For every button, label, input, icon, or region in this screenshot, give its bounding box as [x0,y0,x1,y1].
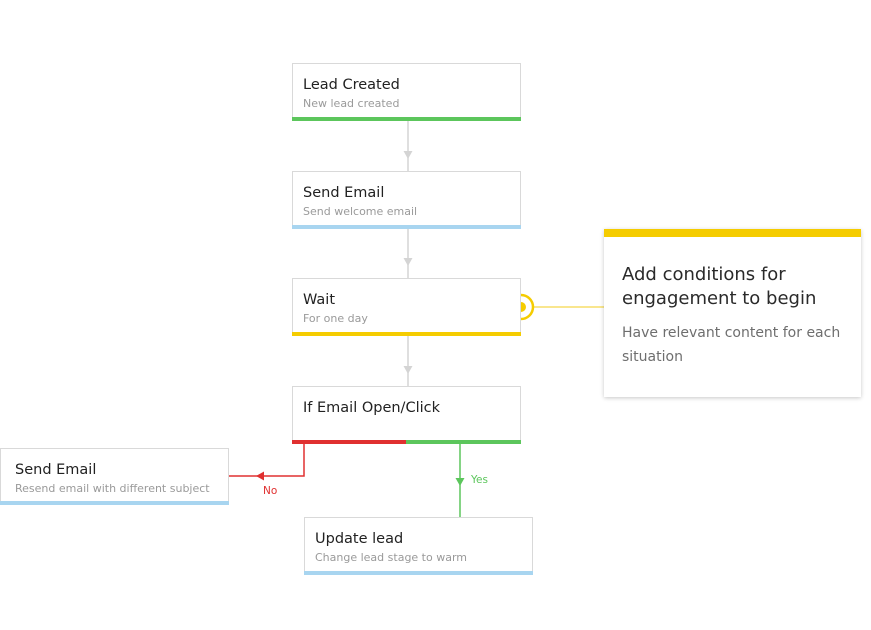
callout-body: Have relevant content for each situation [622,325,841,365]
node-accent-bar-yes [406,440,521,444]
node-lead-created[interactable]: Lead Created New lead created [292,63,521,121]
arrow-yes-branch [455,478,465,486]
node-update-lead[interactable]: Update lead Change lead stage to warm [304,517,533,575]
node-accent-bar-no [292,440,406,444]
node-accent-bar [292,225,521,229]
node-subtitle: Send welcome email [303,205,418,218]
callout-panel: Add conditions for engagement to begin H… [604,229,861,397]
node-accent-bar [0,501,229,505]
node-if-email-open-click[interactable]: If Email Open/Click [292,386,521,444]
callout-title: Add conditions for engagement to begin [622,264,817,309]
yes-branch-label: Yes [471,474,488,486]
node-title: Send Email [303,185,385,201]
node-subtitle: Change lead stage to warm [315,551,468,564]
connector-no-branch [229,444,305,477]
node-resend-email[interactable]: Send Email Resend email with different s… [0,448,229,505]
node-title: Lead Created [303,77,400,93]
arrow-no-branch [256,471,264,481]
node-subtitle: Resend email with different subject [15,482,210,495]
node-accent-bar [304,571,533,575]
node-title: If Email Open/Click [303,400,440,416]
node-subtitle: New lead created [303,97,400,110]
node-accent-bar [292,117,521,121]
arrow-wait-to-if [403,366,413,374]
node-send-email[interactable]: Send Email Send welcome email [292,171,521,229]
node-subtitle: For one day [303,312,368,325]
node-title: Send Email [15,462,97,478]
node-title: Wait [303,292,336,308]
node-accent-bar [292,332,521,336]
arrow-email-to-wait [403,258,413,266]
node-title: Update lead [315,531,404,547]
no-branch-label: No [263,485,278,497]
node-wait[interactable]: Wait For one day [292,278,521,336]
arrow-lead-to-email [403,151,413,159]
